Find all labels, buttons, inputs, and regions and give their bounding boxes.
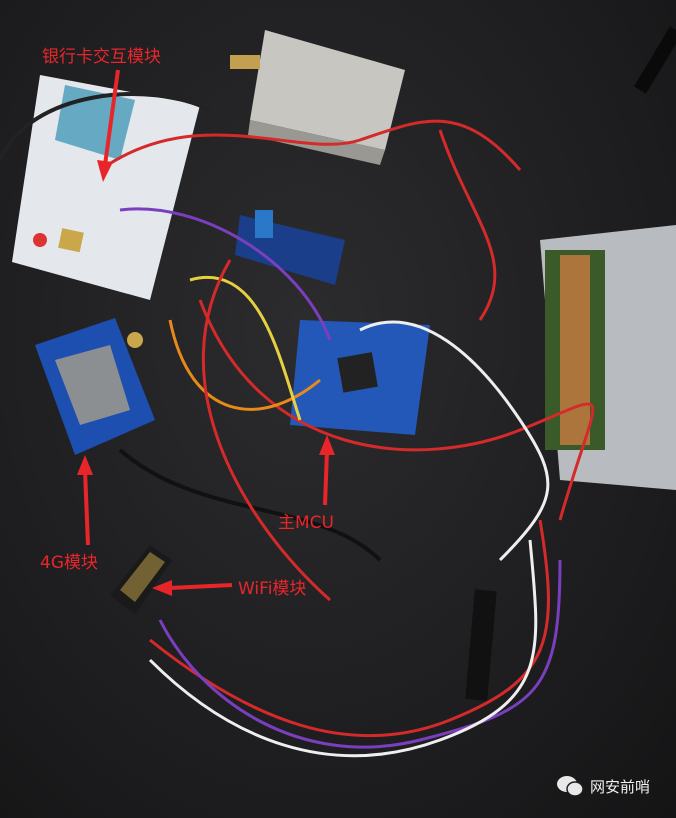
bank-card xyxy=(12,75,200,300)
annotation-arrows xyxy=(77,69,335,596)
label-wifi-module: WiFi模块 xyxy=(238,579,307,599)
wires xyxy=(0,92,595,758)
label-4g-module: 4G模块 xyxy=(40,553,98,573)
4g-board xyxy=(35,318,155,455)
wifi-board xyxy=(110,545,172,615)
power-supply xyxy=(540,225,676,490)
mcu-board xyxy=(290,320,430,435)
watermark-text: 网安前哨 xyxy=(590,777,651,796)
wechat-icon xyxy=(557,776,584,797)
usb-connector xyxy=(465,589,497,701)
label-card-module: 银行卡交互模块 xyxy=(42,47,161,67)
label-main-mcu: 主MCU xyxy=(278,513,334,533)
relay-board xyxy=(235,210,345,285)
watermark: 网安前哨 xyxy=(556,774,650,798)
